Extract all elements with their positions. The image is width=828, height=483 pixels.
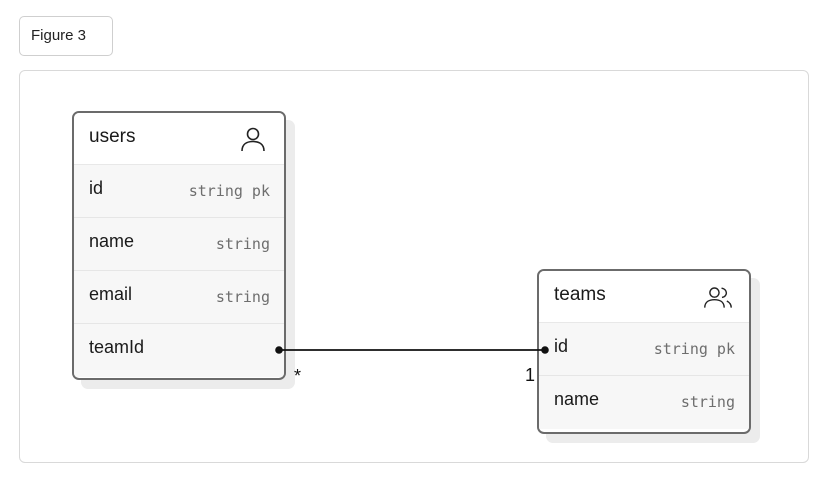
relationship-endpoint-teams: [541, 346, 549, 354]
diagram-canvas: [19, 70, 809, 463]
field-type: string: [215, 288, 270, 306]
entity-header: teams: [539, 271, 749, 323]
field-type: string pk: [653, 340, 735, 358]
entity-users[interactable]: users id string pk name string email str…: [72, 111, 286, 380]
field-name: name: [554, 389, 600, 409]
field-row-id[interactable]: id string pk: [74, 165, 284, 218]
field-type: string: [680, 393, 735, 411]
entity-header: users: [74, 113, 284, 165]
field-name: email: [89, 284, 133, 304]
field-name: name: [89, 231, 135, 251]
field-row-id[interactable]: id string pk: [539, 323, 749, 376]
cardinality-one: 1: [525, 365, 535, 385]
field-row-name[interactable]: name string: [539, 376, 749, 429]
field-name: id: [89, 178, 104, 198]
entity-teams[interactable]: teams id string pk name string: [537, 269, 751, 434]
cardinality-many: *: [294, 366, 301, 386]
field-row-teamid[interactable]: teamId: [74, 324, 284, 377]
field-row-email[interactable]: email string: [74, 271, 284, 324]
field-row-name[interactable]: name string: [74, 218, 284, 271]
entity-title: teams: [554, 284, 606, 305]
users-group-icon: [704, 287, 732, 308]
field-name: teamId: [89, 337, 145, 357]
user-icon: [241, 127, 265, 152]
field-name: id: [554, 336, 569, 356]
field-type: string: [215, 235, 270, 253]
field-type: string pk: [188, 182, 270, 200]
relationship-endpoint-users: [275, 346, 283, 354]
figure-label: Figure 3: [19, 16, 113, 56]
entity-title: users: [89, 126, 136, 147]
